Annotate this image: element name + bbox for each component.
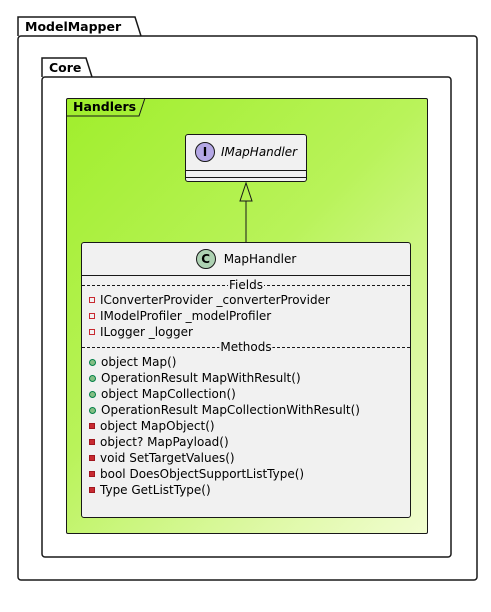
public-visibility-icon	[89, 390, 96, 398]
method-text: Type GetListType()	[100, 483, 211, 497]
public-visibility-icon	[89, 374, 96, 382]
package-title-modelmapper: ModelMapper	[25, 19, 122, 34]
private-visibility-icon	[89, 297, 95, 303]
field-row: IModelProfiler _modelProfiler	[82, 308, 410, 324]
method-row: object? MapPayload()	[82, 434, 410, 450]
method-text: void SetTargetValues()	[100, 451, 235, 465]
class-divider	[82, 275, 410, 276]
public-visibility-icon	[89, 406, 96, 414]
package-title-core: Core	[49, 60, 82, 75]
method-row: void SetTargetValues()	[82, 450, 410, 466]
private-visibility-icon	[89, 313, 95, 319]
interface-divider-2	[186, 177, 306, 178]
interface-icon: I	[194, 142, 215, 162]
fields-separator: Fields	[82, 278, 410, 292]
method-text: OperationResult MapWithResult()	[101, 371, 301, 385]
private-visibility-icon	[89, 455, 95, 461]
interface-imaphandler[interactable]: I IMapHandler	[185, 134, 307, 182]
method-row: object MapCollection()	[82, 386, 410, 402]
method-row: bool DoesObjectSupportListType()	[82, 466, 410, 482]
interface-header: I IMapHandler	[186, 135, 306, 169]
package-title-handlers: Handlers	[73, 99, 137, 114]
method-text: OperationResult MapCollectionWithResult(…	[101, 403, 360, 417]
field-text: ILogger _logger	[100, 325, 193, 339]
method-text: object? MapPayload()	[100, 435, 229, 449]
private-visibility-icon	[89, 487, 95, 493]
field-text: IConverterProvider _converterProvider	[100, 293, 330, 307]
method-row: OperationResult MapWithResult()	[82, 370, 410, 386]
private-visibility-icon	[89, 329, 95, 335]
method-row: object Map()	[82, 354, 410, 370]
methods-label: Methods	[219, 340, 273, 354]
method-row: Type GetListType()	[82, 482, 410, 498]
method-text: object MapObject()	[100, 419, 215, 433]
private-visibility-icon	[89, 471, 95, 477]
class-maphandler[interactable]: C MapHandler Fields IConverterProvider _…	[81, 242, 411, 518]
method-row: OperationResult MapCollectionWithResult(…	[82, 402, 410, 418]
fields-label: Fields	[228, 278, 264, 292]
private-visibility-icon	[89, 439, 95, 445]
class-icon: C	[195, 249, 216, 269]
class-name: MapHandler	[223, 252, 297, 266]
methods-separator: Methods	[82, 340, 410, 354]
field-row: IConverterProvider _converterProvider	[82, 292, 410, 308]
method-text: object Map()	[101, 355, 177, 369]
class-header: C MapHandler	[82, 243, 410, 275]
public-visibility-icon	[89, 358, 96, 366]
private-visibility-icon	[89, 423, 95, 429]
method-text: object MapCollection()	[101, 387, 236, 401]
field-row: ILogger _logger	[82, 324, 410, 340]
methods-list: object Map() OperationResult MapWithResul…	[82, 354, 410, 498]
field-text: IModelProfiler _modelProfiler	[100, 309, 272, 323]
interface-divider-1	[186, 170, 306, 171]
interface-name: IMapHandler	[220, 145, 298, 159]
method-text: bool DoesObjectSupportListType()	[100, 467, 305, 481]
method-row: object MapObject()	[82, 418, 410, 434]
